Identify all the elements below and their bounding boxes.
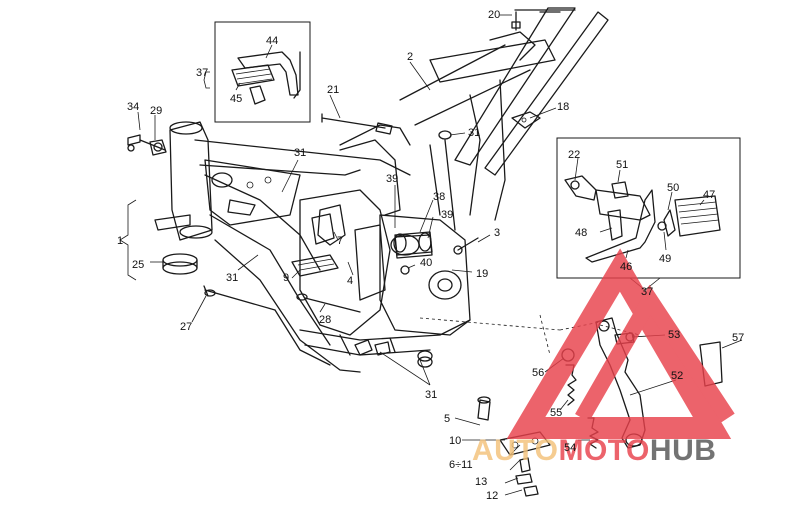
callout-34: 34 — [127, 101, 139, 113]
callout-29: 29 — [150, 105, 162, 117]
callout-3: 3 — [494, 227, 500, 239]
callout-27: 27 — [180, 321, 192, 333]
watermark-text: AUTOMOTOHUB — [472, 434, 716, 467]
callout-28: 28 — [319, 314, 331, 326]
callout-10: 10 — [449, 435, 461, 447]
callout-50: 50 — [667, 182, 679, 194]
watermark-triangle-outer — [506, 248, 732, 439]
callout-25: 25 — [132, 259, 144, 271]
callout-54: 54 — [564, 442, 576, 454]
callout-21: 21 — [327, 84, 339, 96]
watermark-text-auto: AUTO — [472, 434, 558, 467]
frame-drawing — [119, 7, 641, 496]
callout-40: 40 — [420, 257, 432, 269]
callout-4: 4 — [347, 275, 353, 287]
callout-48: 48 — [575, 227, 587, 239]
callout-22: 22 — [568, 149, 580, 161]
callout-1: 1 — [117, 235, 123, 247]
watermark-triangle-inner — [575, 284, 735, 423]
callout-45: 45 — [230, 93, 242, 105]
callout-31-left: 31 — [226, 272, 238, 284]
callout-53: 53 — [668, 329, 680, 341]
callout-9: 9 — [283, 272, 289, 284]
callout-5: 5 — [444, 413, 450, 425]
callout-labels: 20 2 44 37 45 34 29 21 18 31 31 22 51 50… — [117, 9, 744, 502]
callout-37-right: 37 — [641, 286, 653, 298]
watermark-text-hub: HUB — [650, 434, 717, 467]
callout-47: 47 — [703, 189, 715, 201]
callout-37-top: 37 — [196, 67, 208, 79]
callout-19: 19 — [476, 268, 488, 280]
callout-20: 20 — [488, 9, 500, 21]
callout-46: 46 — [620, 261, 632, 273]
callout-39-lower: 39 — [441, 209, 453, 221]
callout-13: 13 — [475, 476, 487, 488]
callout-18: 18 — [557, 101, 569, 113]
callout-55: 55 — [550, 407, 562, 419]
callout-2: 2 — [407, 51, 413, 63]
callout-44: 44 — [266, 35, 278, 47]
callout-31-bottom: 31 — [425, 389, 437, 401]
callout-38: 38 — [433, 191, 445, 203]
callout-51: 51 — [616, 159, 628, 171]
callout-6-11: 6÷11 — [449, 459, 473, 471]
callout-39-upper: 39 — [386, 173, 398, 185]
inset-footrest-top — [203, 21, 311, 123]
callout-57: 57 — [732, 332, 744, 344]
watermark-text-moto: MOTO — [558, 434, 649, 467]
callout-7: 7 — [337, 235, 343, 247]
callout-52: 52 — [671, 370, 683, 382]
callout-12: 12 — [486, 490, 498, 502]
inset-footrest-right — [556, 137, 741, 291]
callout-31-mid: 31 — [294, 147, 306, 159]
callout-31-upper: 31 — [468, 127, 480, 139]
callout-56: 56 — [532, 367, 544, 379]
callout-49: 49 — [659, 253, 671, 265]
watermark-logo: AUTOMOTOHUB — [472, 248, 735, 467]
